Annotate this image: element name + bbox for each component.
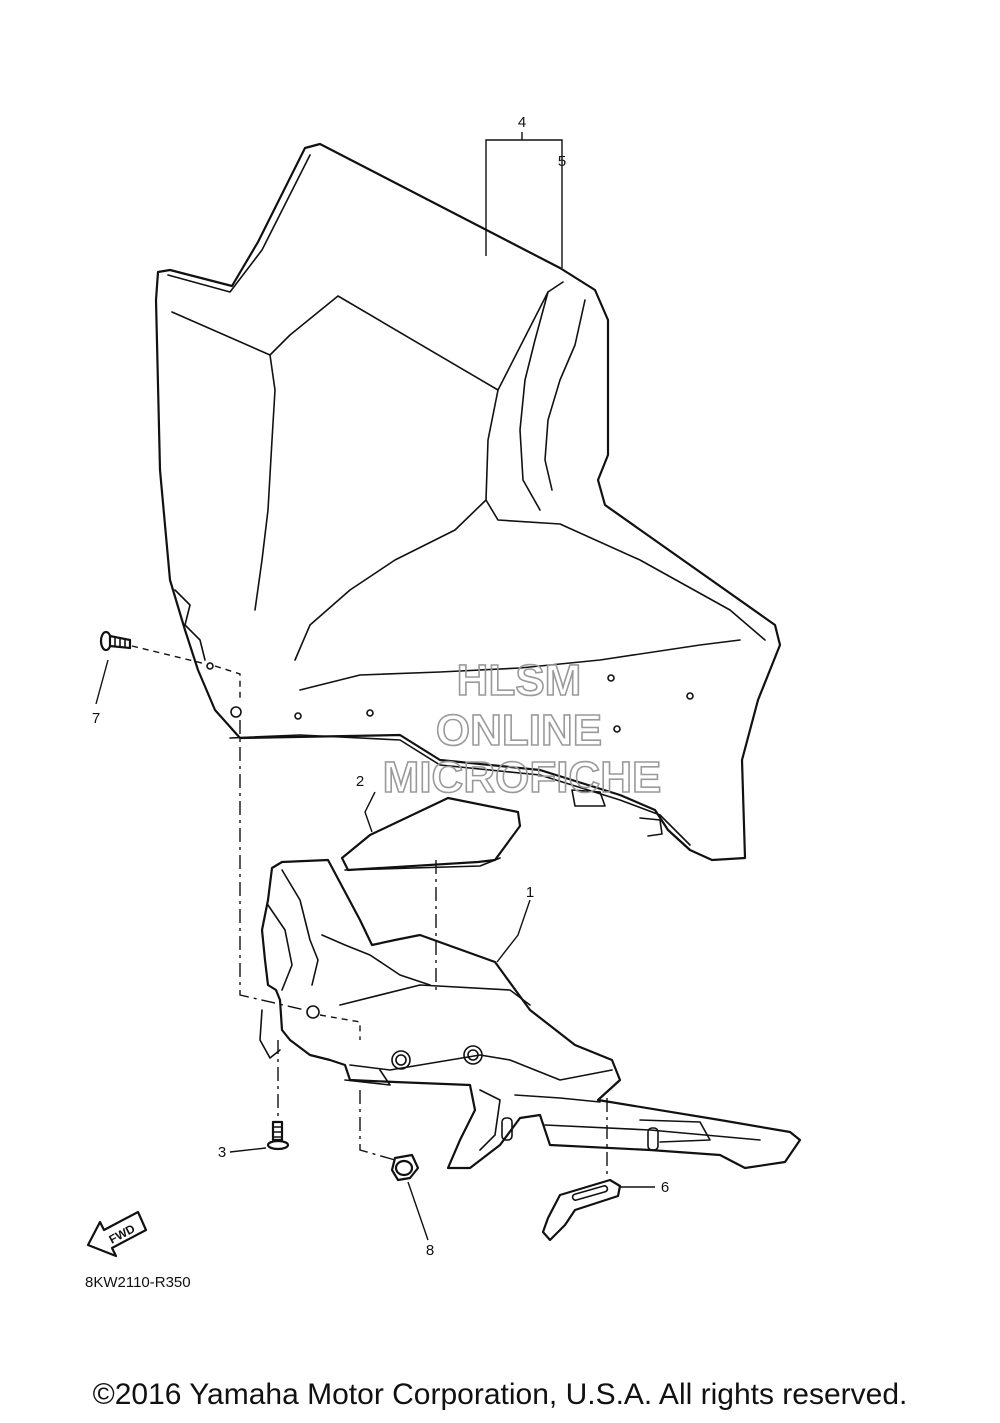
screw-part-7[interactable] [99, 630, 132, 652]
grommet-part-8[interactable] [390, 1153, 420, 1182]
pad-part[interactable] [340, 796, 522, 872]
screw-part-3[interactable] [266, 1120, 290, 1151]
diagram-code: 8KW2110-R350 [85, 1274, 191, 1291]
windshield[interactable] [154, 142, 782, 862]
watermark-line-3: MICROFICHE [383, 753, 662, 802]
callout-2[interactable]: 2 [356, 773, 364, 790]
assembly-lines [131, 645, 608, 1178]
watermark-line-1: HLSM [457, 656, 582, 705]
callout-1[interactable]: 1 [526, 884, 534, 901]
watermark-line-2: ONLINE [436, 706, 602, 755]
callout-4[interactable]: 4 [518, 114, 526, 131]
copyright-notice: ©2016 Yamaha Motor Corporation, U.S.A. A… [92, 1378, 908, 1411]
clip-part-6[interactable] [541, 1178, 622, 1242]
callouts: 4 5 2 1 7 3 6 8 [92, 114, 669, 1259]
callout-3[interactable]: 3 [218, 1144, 226, 1161]
callout-8[interactable]: 8 [426, 1242, 434, 1259]
fwd-arrow-icon: FWD [86, 1210, 148, 1258]
watermark: HLSM ONLINE MICROFICHE [382, 655, 662, 803]
bracket-panel[interactable] [259, 858, 802, 1170]
callout-6[interactable]: 6 [661, 1179, 669, 1196]
leader-lines [95, 132, 655, 1241]
callout-7[interactable]: 7 [92, 710, 100, 727]
callout-5[interactable]: 5 [558, 153, 566, 170]
